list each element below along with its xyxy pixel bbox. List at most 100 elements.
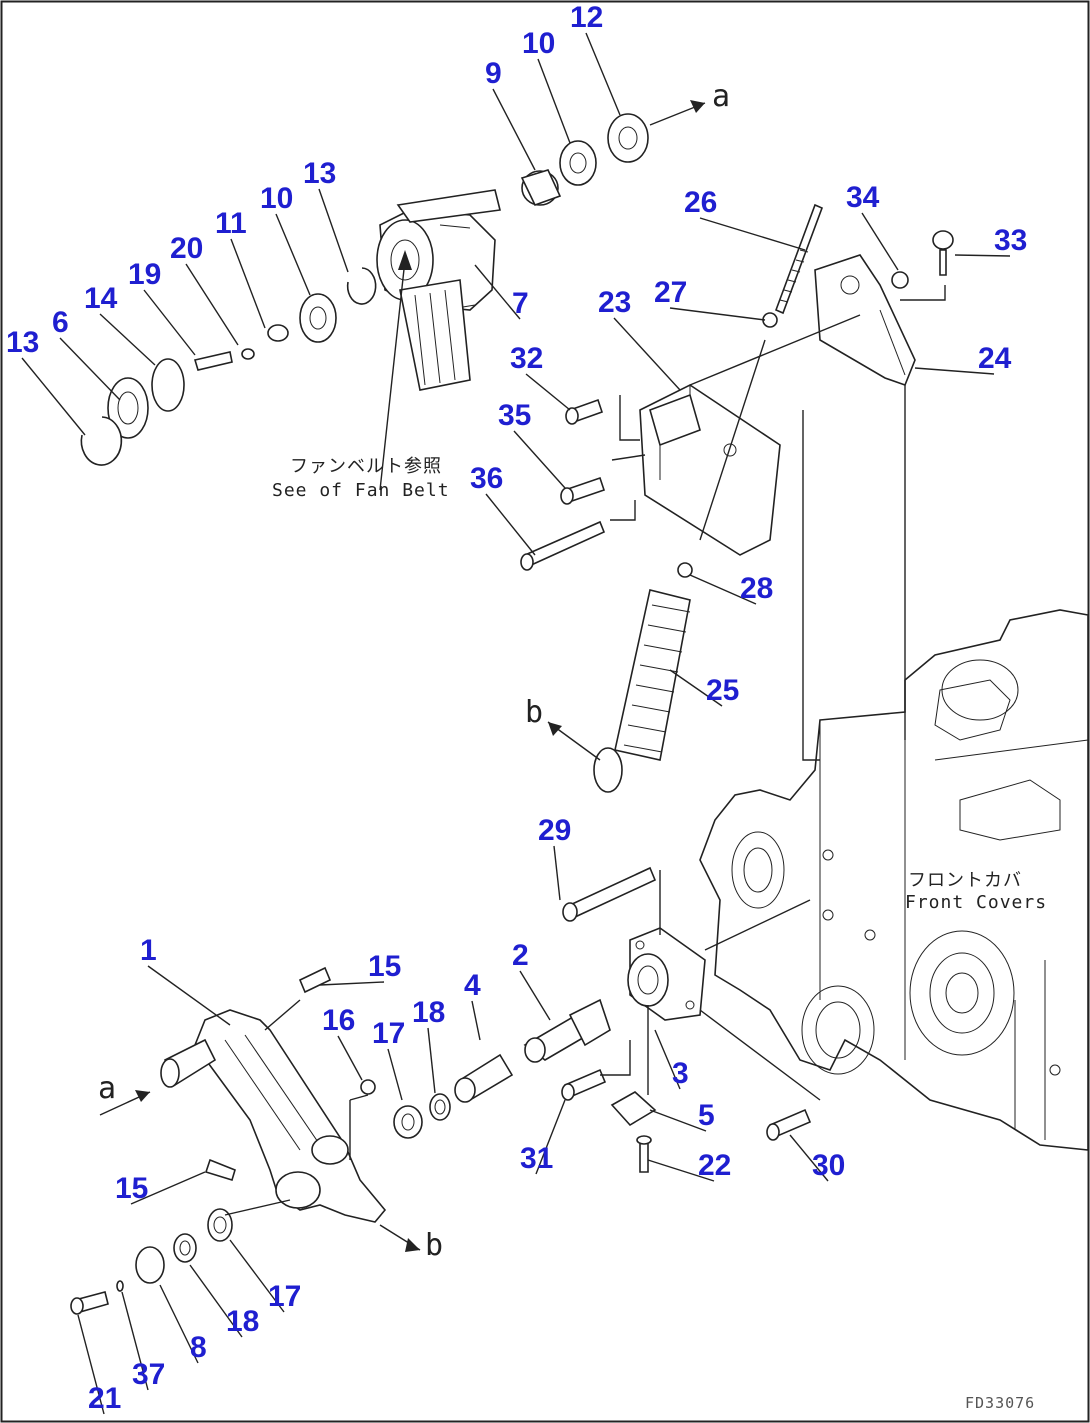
leader-30 (789, 1134, 829, 1182)
leader-31 (535, 1099, 566, 1175)
callout-19: 19 (128, 258, 161, 291)
leader-17 (229, 1239, 285, 1313)
callout-17: 17 (372, 1017, 405, 1050)
callout-32: 32 (510, 342, 543, 375)
leader-13 (21, 357, 86, 436)
leader-27 (669, 307, 766, 321)
leader-11 (230, 238, 266, 329)
rod-26 (762, 203, 824, 328)
callout-15: 15 (115, 1172, 148, 1205)
callout-leaders (21, 32, 1011, 1415)
callout-14: 14 (84, 282, 118, 315)
callout-23: 23 (598, 286, 631, 319)
leader-3 (654, 1029, 681, 1090)
callout-31: 31 (520, 1142, 553, 1175)
callout-20: 20 (170, 232, 203, 265)
leader-35 (513, 430, 566, 489)
leader-5 (649, 1109, 707, 1132)
ref-arrows (99, 100, 706, 1252)
ref-a-lower: a (98, 1071, 116, 1106)
callout-37: 37 (132, 1358, 165, 1391)
leader-24 (914, 367, 995, 375)
leader-13 (318, 188, 349, 273)
front-cover-housing (699, 609, 1089, 1151)
leader-8 (159, 1284, 199, 1364)
callout-13: 13 (6, 326, 39, 359)
leader-2 (519, 970, 551, 1021)
leader-20 (185, 263, 239, 346)
assembly-lines (224, 285, 946, 1216)
callout-7: 7 (512, 287, 529, 320)
callout-6: 6 (52, 306, 69, 339)
leader-9 (492, 88, 536, 171)
leader-17 (387, 1048, 403, 1101)
callout-18: 18 (412, 996, 445, 1029)
leader-22 (647, 1159, 715, 1182)
callout-15: 15 (368, 950, 401, 983)
callout-1: 1 (140, 934, 157, 967)
leader-19 (143, 289, 196, 356)
bolts-upper (520, 230, 954, 571)
bracket-23 (639, 384, 781, 556)
leader-1 (147, 965, 231, 1026)
callout-35: 35 (498, 399, 531, 432)
callout-21: 21 (88, 1382, 121, 1415)
leader-32 (525, 373, 571, 411)
arm-fasteners (70, 966, 332, 1315)
leader-26 (699, 217, 806, 251)
leader-12 (585, 32, 621, 116)
callout-13: 13 (303, 157, 336, 190)
callout-17: 17 (268, 1280, 301, 1313)
callout-5: 5 (698, 1099, 715, 1132)
fan-belt-note-jp: ファンベルト参照 (290, 456, 442, 477)
leader-10 (537, 58, 571, 144)
ref-a-upper: a (712, 79, 730, 114)
front-cover-note-jp: フロントカバ (908, 870, 1022, 891)
leader-14 (99, 313, 156, 366)
tension-pulley (376, 189, 501, 391)
leader-25 (669, 669, 723, 707)
leader-33 (954, 254, 1011, 257)
leader-18 (427, 1027, 436, 1094)
callout-18: 18 (226, 1305, 259, 1338)
leader-10 (275, 213, 311, 296)
fan-belt-note-en: See of Fan Belt (272, 480, 450, 501)
leader-34 (861, 212, 899, 271)
callout-22: 22 (698, 1149, 731, 1182)
leader-16 (337, 1035, 363, 1081)
callout-33: 33 (994, 224, 1027, 257)
leader-21 (77, 1314, 105, 1415)
shaft-parts (360, 998, 611, 1139)
callout-11: 11 (215, 207, 247, 240)
leader-15 (319, 981, 385, 986)
callout-26: 26 (684, 186, 717, 219)
callout-2: 2 (512, 939, 529, 972)
callout-3: 3 (672, 1057, 689, 1090)
callout-30: 30 (812, 1149, 845, 1182)
leader-6 (59, 337, 121, 401)
ref-b-upper: b (525, 695, 543, 730)
callout-34: 34 (846, 181, 880, 214)
callout-24: 24 (978, 342, 1012, 375)
callout-29: 29 (538, 814, 571, 847)
leader-4 (471, 1000, 481, 1041)
front-cover-note-en: Front Covers (905, 892, 1047, 913)
callout-10: 10 (522, 27, 555, 60)
callout-4: 4 (464, 969, 481, 1002)
callout-9: 9 (485, 57, 502, 90)
callout-28: 28 (740, 572, 773, 605)
leader-23 (613, 317, 681, 391)
leader-36 (485, 493, 536, 556)
bracket-3 (561, 866, 812, 1173)
callout-10: 10 (260, 182, 293, 215)
leader-29 (553, 845, 561, 901)
leader-7 (474, 264, 521, 320)
callout-25: 25 (706, 674, 739, 707)
callout-16: 16 (322, 1004, 355, 1037)
plate-24 (814, 254, 916, 387)
callout-12: 12 (570, 1, 603, 34)
pulley-bearings (80, 113, 649, 466)
